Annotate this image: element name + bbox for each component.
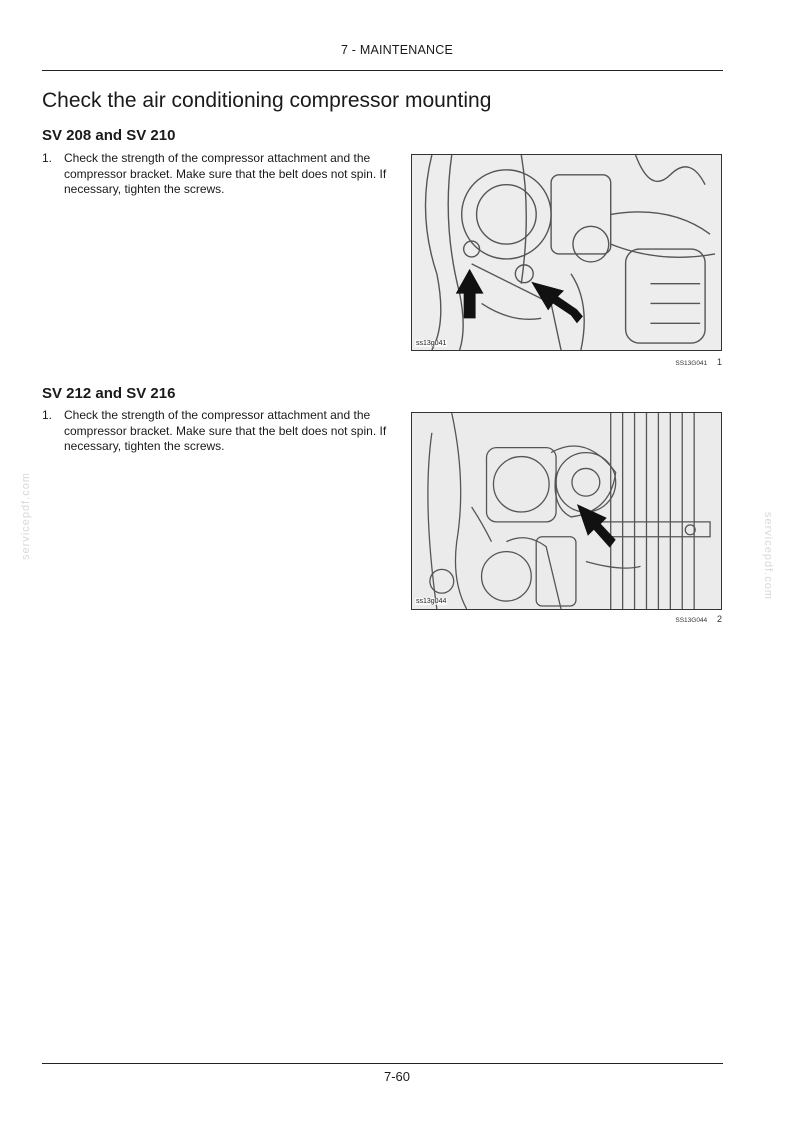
image-label: ss13g041 [415,340,448,347]
figure-compressor-sv212 [411,412,722,610]
step-item: 1. Check the strength of the compressor … [42,151,387,198]
page-title: Check the air conditioning compressor mo… [42,89,492,112]
figure-caption: SS13G041 1 [600,357,722,367]
compressor-photo-2 [412,413,721,609]
caption-code: SS13G041 [675,360,708,367]
footer-rule [42,1063,723,1064]
watermark-right: servicepdf.com [762,512,774,600]
image-label: ss13g044 [415,598,448,605]
step-item: 1. Check the strength of the compressor … [42,408,387,455]
chapter-header: 7 - MAINTENANCE [340,43,454,57]
figure-number: 2 [716,614,722,624]
section-heading-sv208-sv210: SV 208 and SV 210 [42,127,176,144]
figure-compressor-sv208 [411,154,722,351]
section-heading-sv212-sv216: SV 212 and SV 216 [42,385,176,402]
step-number: 1. [42,151,53,165]
caption-code: SS13G044 [675,617,708,624]
watermark-left: servicepdf.com [20,472,32,560]
step-text: Check the strength of the compressor att… [64,151,387,196]
figure-caption: SS13G044 2 [600,614,722,624]
step-number: 1. [42,408,53,422]
header-rule [42,70,723,71]
step-text: Check the strength of the compressor att… [64,408,387,453]
compressor-photo-1 [412,155,721,350]
page-number: 7-60 [383,1069,411,1084]
figure-number: 1 [716,357,722,367]
